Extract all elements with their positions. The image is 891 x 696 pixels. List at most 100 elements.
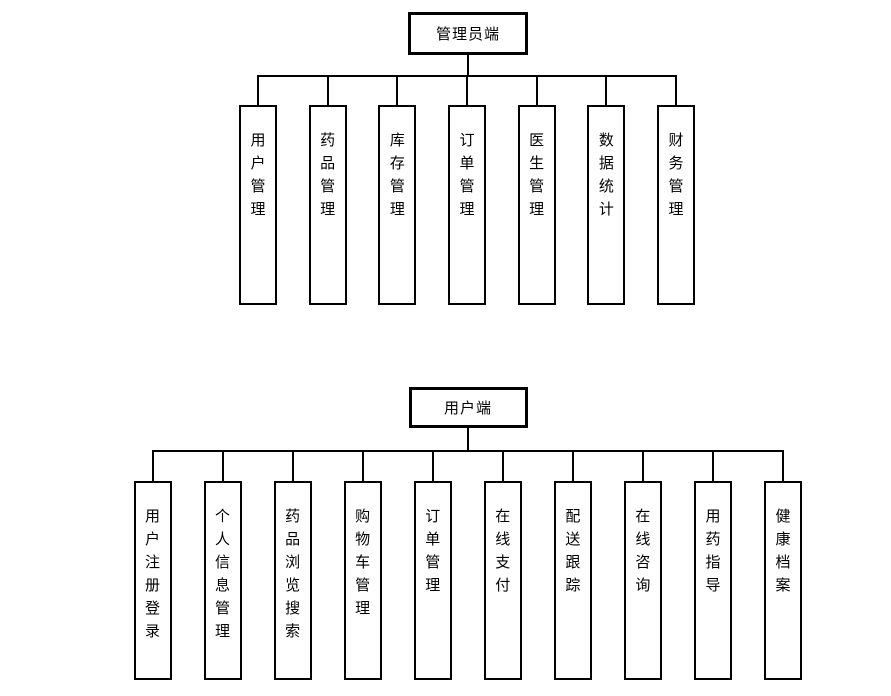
- connector-line: [151, 450, 785, 452]
- child-node-label-char: 线: [495, 530, 511, 548]
- child-node-label-char: 品: [285, 530, 301, 548]
- child-node-label-char: 理: [459, 200, 475, 218]
- connector-line: [641, 450, 644, 481]
- child-node-label-char: 册: [144, 576, 160, 594]
- user-root-node: 用户端: [408, 387, 528, 428]
- child-node-label-char: 药: [285, 507, 301, 525]
- user-child-node: 健康档案: [764, 481, 803, 680]
- child-node-label-char: 登: [144, 599, 160, 617]
- child-node-label-char: 送: [565, 530, 581, 548]
- child-node-label-char: 理: [250, 200, 266, 218]
- child-node-label-char: 用: [705, 507, 721, 525]
- child-node-label-char: 统: [598, 177, 614, 195]
- user-child-node: 个人信息管理: [203, 481, 242, 680]
- child-node-label-char: 户: [144, 530, 160, 548]
- child-node-label-char: 据: [598, 154, 614, 172]
- connector-line: [326, 75, 329, 105]
- child-node-label-char: 信: [215, 553, 231, 571]
- user-child-node: 在线咨询: [623, 481, 662, 680]
- child-node-label-char: 理: [668, 200, 684, 218]
- child-node-label-char: 物: [355, 530, 371, 548]
- child-node-label-char: 管: [425, 553, 441, 571]
- child-node-label-char: 数: [598, 131, 614, 149]
- child-node-label-char: 单: [425, 530, 441, 548]
- child-node-label-char: 康: [775, 530, 791, 548]
- child-node-label-char: 生: [529, 154, 545, 172]
- child-node-label-char: 购: [355, 507, 371, 525]
- child-node-label-char: 管: [355, 576, 371, 594]
- child-node-label-char: 务: [668, 154, 684, 172]
- connector-line: [221, 450, 224, 481]
- child-node-label-char: 浏: [285, 553, 301, 571]
- connector-line: [711, 450, 714, 481]
- admin-child-node: 订单管理: [448, 105, 486, 305]
- child-node-label-char: 理: [215, 622, 231, 640]
- connector-line: [605, 75, 608, 105]
- connector-line: [782, 450, 785, 481]
- child-node-label-char: 配: [565, 507, 581, 525]
- child-node-label-char: 踪: [565, 576, 581, 594]
- admin-child-node: 数据统计: [587, 105, 626, 305]
- connector-line: [291, 450, 294, 481]
- root-node-label: 用户端: [443, 399, 492, 417]
- child-node-label-char: 档: [775, 553, 791, 571]
- connector-line: [361, 450, 364, 481]
- child-node-label-char: 存: [389, 154, 405, 172]
- admin-root-node: 管理员端: [408, 12, 528, 55]
- child-node-label-char: 户: [250, 154, 266, 172]
- child-node-label-char: 在: [495, 507, 511, 525]
- connector-line: [257, 75, 678, 77]
- admin-child-node: 库存管理: [378, 105, 417, 305]
- child-node-label-char: 案: [775, 576, 791, 594]
- connector-line: [467, 428, 469, 452]
- user-child-node: 药品浏览搜索: [273, 481, 312, 680]
- admin-child-node: 医生管理: [517, 105, 556, 305]
- child-node-label-char: 财: [668, 131, 684, 149]
- child-node-label-char: 指: [705, 553, 721, 571]
- child-node-label-char: 导: [705, 576, 721, 594]
- admin-child-node: 财务管理: [657, 105, 696, 305]
- child-node-label-char: 订: [425, 507, 441, 525]
- child-node-label-char: 个: [215, 507, 231, 525]
- child-node-label-char: 注: [144, 553, 160, 571]
- user-child-node: 在线支付: [483, 481, 522, 680]
- child-node-label-char: 录: [144, 622, 160, 640]
- admin-child-node: 用户管理: [239, 105, 277, 305]
- child-node-label-char: 药: [705, 530, 721, 548]
- child-node-label-char: 咨: [635, 553, 651, 571]
- connector-line: [535, 75, 538, 105]
- child-node-label-char: 理: [425, 576, 441, 594]
- connector-line: [257, 75, 259, 105]
- child-node-label-char: 理: [355, 599, 371, 617]
- child-node-label-char: 计: [598, 200, 614, 218]
- child-node-label-char: 订: [459, 131, 475, 149]
- child-node-label-char: 询: [635, 576, 651, 594]
- child-node-label-char: 线: [635, 530, 651, 548]
- connector-line: [396, 75, 399, 105]
- child-node-label-char: 理: [389, 200, 405, 218]
- user-child-node: 订单管理: [413, 481, 452, 680]
- child-node-label-char: 览: [285, 576, 301, 594]
- child-node-label-char: 理: [529, 200, 545, 218]
- child-node-label-char: 搜: [285, 599, 301, 617]
- connector-line: [466, 75, 468, 105]
- connector-line: [467, 55, 469, 77]
- child-node-label-char: 在: [635, 507, 651, 525]
- child-node-label-char: 药: [320, 131, 336, 149]
- child-node-label-char: 品: [320, 154, 336, 172]
- connector-line: [675, 75, 678, 105]
- user-child-node: 配送跟踪: [553, 481, 592, 680]
- child-node-label-char: 付: [495, 576, 511, 594]
- child-node-label-char: 管: [668, 177, 684, 195]
- admin-child-node: 药品管理: [308, 105, 347, 305]
- child-node-label-char: 库: [389, 131, 405, 149]
- root-node-label: 管理员端: [435, 25, 500, 43]
- child-node-label-char: 健: [775, 507, 791, 525]
- child-node-label-char: 车: [355, 553, 371, 571]
- child-node-label-char: 医: [529, 131, 545, 149]
- child-node-label-char: 管: [529, 177, 545, 195]
- user-child-node: 用户注册登录: [133, 481, 172, 680]
